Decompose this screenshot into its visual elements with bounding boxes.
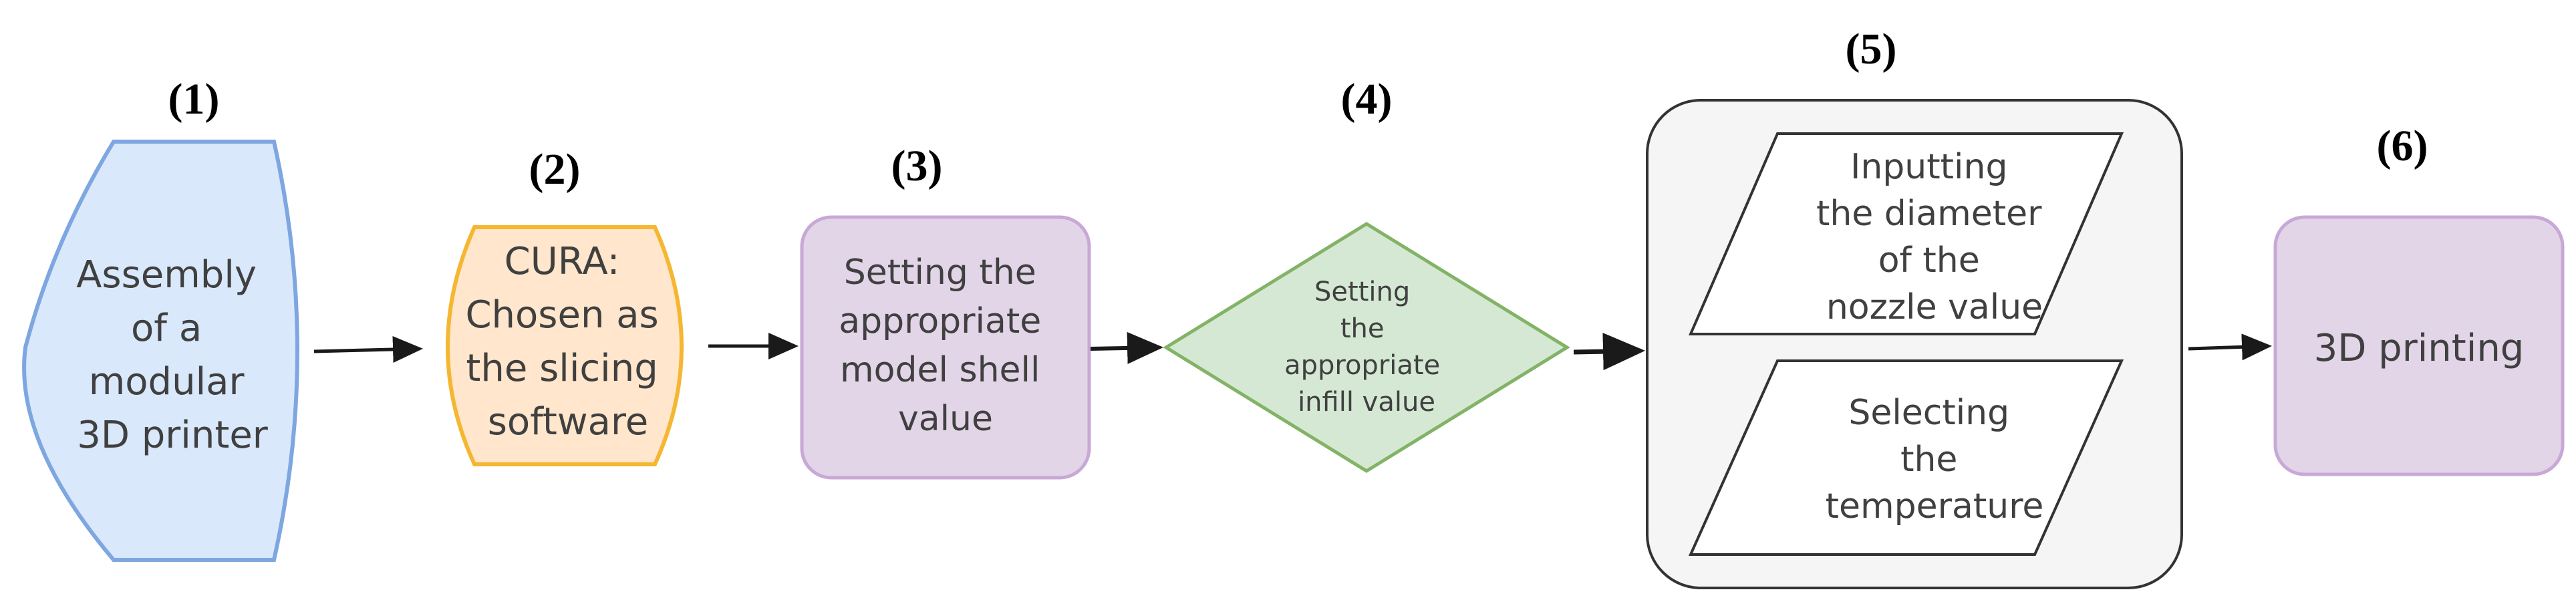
arrow-1-to-2 bbox=[313, 336, 423, 363]
step-5-input-2-shape bbox=[1688, 359, 2124, 556]
step-2-shape bbox=[446, 225, 684, 466]
step-3-number: (3) bbox=[891, 142, 943, 190]
step-4-number: (4) bbox=[1341, 75, 1393, 124]
step-1-line-4: 3D printer bbox=[77, 414, 269, 457]
step-6-line-1: 3D printing bbox=[2314, 327, 2525, 370]
step-3-line-1: Setting the bbox=[844, 253, 1036, 293]
step-4-label: Setting the appropriate infill value bbox=[1284, 277, 1449, 418]
step-4-line-1: Setting bbox=[1314, 277, 1410, 307]
step-6-label: 3D printing bbox=[2314, 327, 2525, 370]
step-3-label: Setting the appropriate model shell valu… bbox=[839, 253, 1052, 439]
step-3-line-2: appropriate bbox=[839, 301, 1041, 341]
step-2-label: CURA: Chosen as the slicing software bbox=[465, 240, 670, 444]
step-1-line-2: of a bbox=[131, 307, 202, 350]
step-6-shape bbox=[2273, 215, 2565, 476]
step-1-shape bbox=[22, 140, 299, 562]
step-1-number: (1) bbox=[168, 75, 220, 124]
step-2-line-3: the slicing bbox=[466, 347, 658, 390]
step-4-line-3: appropriate bbox=[1284, 350, 1440, 381]
step-5-input-2-line-1: Selecting bbox=[1848, 393, 2009, 433]
step-5-input-1-label: Inputting the diameter of the nozzle val… bbox=[1816, 147, 2053, 327]
arrow-4-to-5 bbox=[1573, 333, 1645, 371]
step-4-line-2: the bbox=[1340, 313, 1385, 344]
step-5-number: (5) bbox=[1846, 25, 1897, 73]
step-1-line-3: modular bbox=[89, 360, 245, 404]
step-4-line-4: infill value bbox=[1298, 387, 1435, 418]
step-5-input-2-line-2: the bbox=[1900, 440, 1957, 480]
arrow-5-to-6 bbox=[2188, 333, 2272, 361]
arrow-3-to-4 bbox=[1090, 331, 1163, 364]
step-5-input-1-line-1: Inputting bbox=[1850, 147, 2007, 187]
step-3-line-4: value bbox=[898, 399, 993, 439]
step-2-line-1: CURA: bbox=[505, 240, 620, 283]
step-5-input-2-label: Selecting the temperature bbox=[1826, 393, 2044, 526]
step-5-input-1-shape bbox=[1688, 132, 2124, 335]
step-2-number: (2) bbox=[529, 145, 581, 194]
step-3-shape bbox=[800, 215, 1091, 480]
step-5-input-2-line-3: temperature bbox=[1826, 486, 2044, 526]
step-1-label: Assembly of a modular 3D printer bbox=[76, 253, 269, 457]
step-4-shape bbox=[1163, 222, 1570, 473]
step-1-line-1: Assembly bbox=[76, 253, 257, 297]
step-2-line-4: software bbox=[488, 400, 649, 444]
step-5-input-1-line-2: the diameter bbox=[1816, 194, 2042, 234]
step-5-input-1-line-4: nozzle value bbox=[1826, 287, 2043, 327]
step-6-number: (6) bbox=[2377, 122, 2428, 170]
step-2-line-2: Chosen as bbox=[465, 293, 658, 337]
step-5-input-1-line-3: of the bbox=[1878, 241, 1980, 281]
step-3-line-3: model shell bbox=[840, 350, 1040, 390]
